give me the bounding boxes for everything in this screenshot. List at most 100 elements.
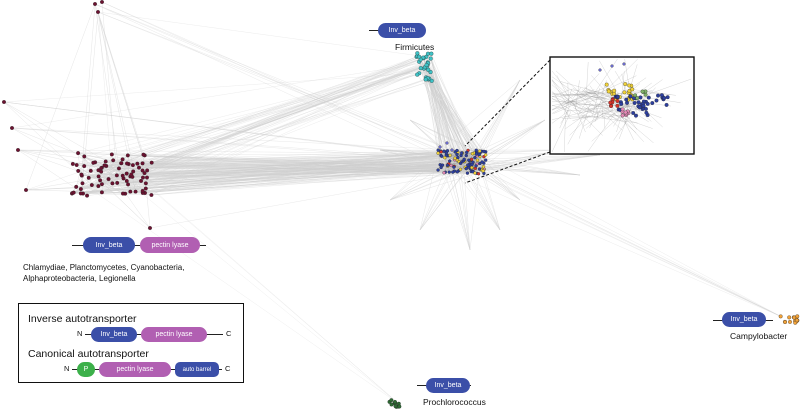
central-node bbox=[477, 152, 481, 157]
chlamydiae-node bbox=[106, 177, 111, 182]
chlamydiae-node bbox=[111, 158, 116, 163]
chlamydiae-node bbox=[140, 168, 145, 173]
chlamydiae-node bbox=[24, 188, 28, 192]
zoom-edge bbox=[618, 102, 634, 140]
zoom-node bbox=[654, 98, 659, 103]
zoom-node bbox=[620, 107, 625, 112]
network-edge bbox=[132, 170, 455, 178]
network-edge bbox=[101, 168, 484, 185]
zoom-edge bbox=[551, 76, 597, 108]
network-edge bbox=[88, 170, 99, 179]
firmicutes-domain-line bbox=[369, 30, 381, 32]
network-edge bbox=[91, 161, 483, 186]
chlamydiae-node bbox=[140, 161, 145, 166]
chlamydiae-node bbox=[116, 166, 121, 171]
network-edge bbox=[122, 160, 464, 176]
network-edge bbox=[142, 163, 449, 178]
network-edge bbox=[121, 153, 473, 164]
network-edge bbox=[142, 67, 421, 164]
central-node bbox=[482, 149, 486, 154]
network-edge bbox=[483, 156, 781, 317]
network-edge bbox=[130, 59, 421, 177]
network-edge bbox=[101, 1, 458, 161]
zoom-edge bbox=[567, 86, 610, 103]
network-edge bbox=[113, 160, 455, 172]
chlamydiae-node bbox=[70, 161, 75, 166]
network-edge bbox=[142, 152, 477, 171]
network-edge bbox=[472, 157, 476, 172]
network-edge bbox=[142, 79, 426, 192]
central-node bbox=[455, 148, 459, 153]
network-edge bbox=[118, 159, 472, 169]
zoom-edge bbox=[569, 117, 589, 136]
central-node bbox=[474, 152, 479, 156]
legend-canonical-pectin-lyase: pectin lyase bbox=[99, 362, 171, 377]
network-edge bbox=[419, 153, 439, 231]
chlamydiae-node bbox=[76, 168, 81, 173]
chlamydiae-node bbox=[137, 165, 141, 170]
zoom-edge bbox=[594, 100, 631, 119]
zoom-edge bbox=[551, 98, 582, 109]
campylobacter-label: Campylobacter bbox=[730, 331, 788, 341]
network-edge bbox=[101, 165, 452, 185]
network-edge bbox=[101, 61, 420, 185]
prochlorococcus-label: Prochlorococcus bbox=[423, 397, 486, 407]
network-edge bbox=[100, 68, 425, 181]
network-edge bbox=[132, 164, 441, 178]
network-edge bbox=[425, 79, 439, 154]
network-edge bbox=[126, 57, 424, 182]
network-edge bbox=[93, 152, 475, 164]
chlamydiae-node bbox=[140, 188, 145, 193]
chlamydiae-node bbox=[121, 191, 125, 196]
central-node bbox=[464, 153, 468, 158]
zoom-edge bbox=[551, 89, 570, 98]
chlamydiae-node bbox=[115, 180, 120, 185]
chlamydiae-node bbox=[141, 175, 145, 180]
chlamydiae-node bbox=[135, 161, 140, 166]
central-node bbox=[481, 165, 486, 169]
network-edge bbox=[97, 11, 427, 58]
network-edge bbox=[98, 169, 453, 173]
zoom-edge bbox=[586, 62, 589, 91]
zoom-edge bbox=[589, 85, 599, 99]
zoom-node bbox=[636, 100, 641, 105]
network-edge bbox=[97, 11, 134, 166]
network-edge bbox=[137, 163, 484, 170]
zoom-edge bbox=[582, 109, 609, 120]
central-node bbox=[449, 163, 453, 168]
central-node bbox=[484, 153, 488, 157]
network-edge bbox=[101, 56, 417, 193]
zoom-edge bbox=[581, 73, 600, 93]
zoom-edge bbox=[603, 114, 606, 129]
central-node bbox=[450, 148, 454, 152]
network-edge bbox=[112, 157, 445, 184]
chlamydiae-node bbox=[145, 168, 150, 173]
network-edge bbox=[471, 167, 501, 231]
network-edge bbox=[142, 77, 428, 178]
zoom-edge bbox=[608, 108, 637, 133]
network-edge bbox=[83, 11, 99, 167]
network-edge bbox=[122, 56, 420, 194]
network-edge bbox=[122, 160, 450, 176]
firmicutes-node bbox=[417, 54, 422, 59]
legend-canonical-title: Canonical autotransporter bbox=[28, 348, 149, 360]
chlamydiae-node bbox=[88, 168, 93, 173]
zoom-node bbox=[645, 101, 650, 106]
chlamydiae-node bbox=[124, 179, 129, 183]
zoom-edge bbox=[613, 104, 628, 127]
zoom-edge bbox=[579, 100, 588, 113]
network-edge bbox=[100, 67, 427, 181]
central-node bbox=[452, 165, 456, 169]
zoom-edge bbox=[593, 94, 612, 109]
zoom-edge bbox=[559, 100, 573, 129]
network-edge bbox=[72, 162, 473, 194]
campylobacter-node bbox=[787, 315, 792, 320]
network-edge bbox=[126, 152, 475, 182]
legend-inverse-pectin-lyase: pectin lyase bbox=[141, 327, 207, 342]
network-edge bbox=[439, 99, 458, 161]
network-edge bbox=[72, 153, 477, 194]
zoom-edge bbox=[567, 115, 584, 145]
network-edge bbox=[483, 119, 546, 167]
chlamydiae-node bbox=[89, 183, 94, 187]
